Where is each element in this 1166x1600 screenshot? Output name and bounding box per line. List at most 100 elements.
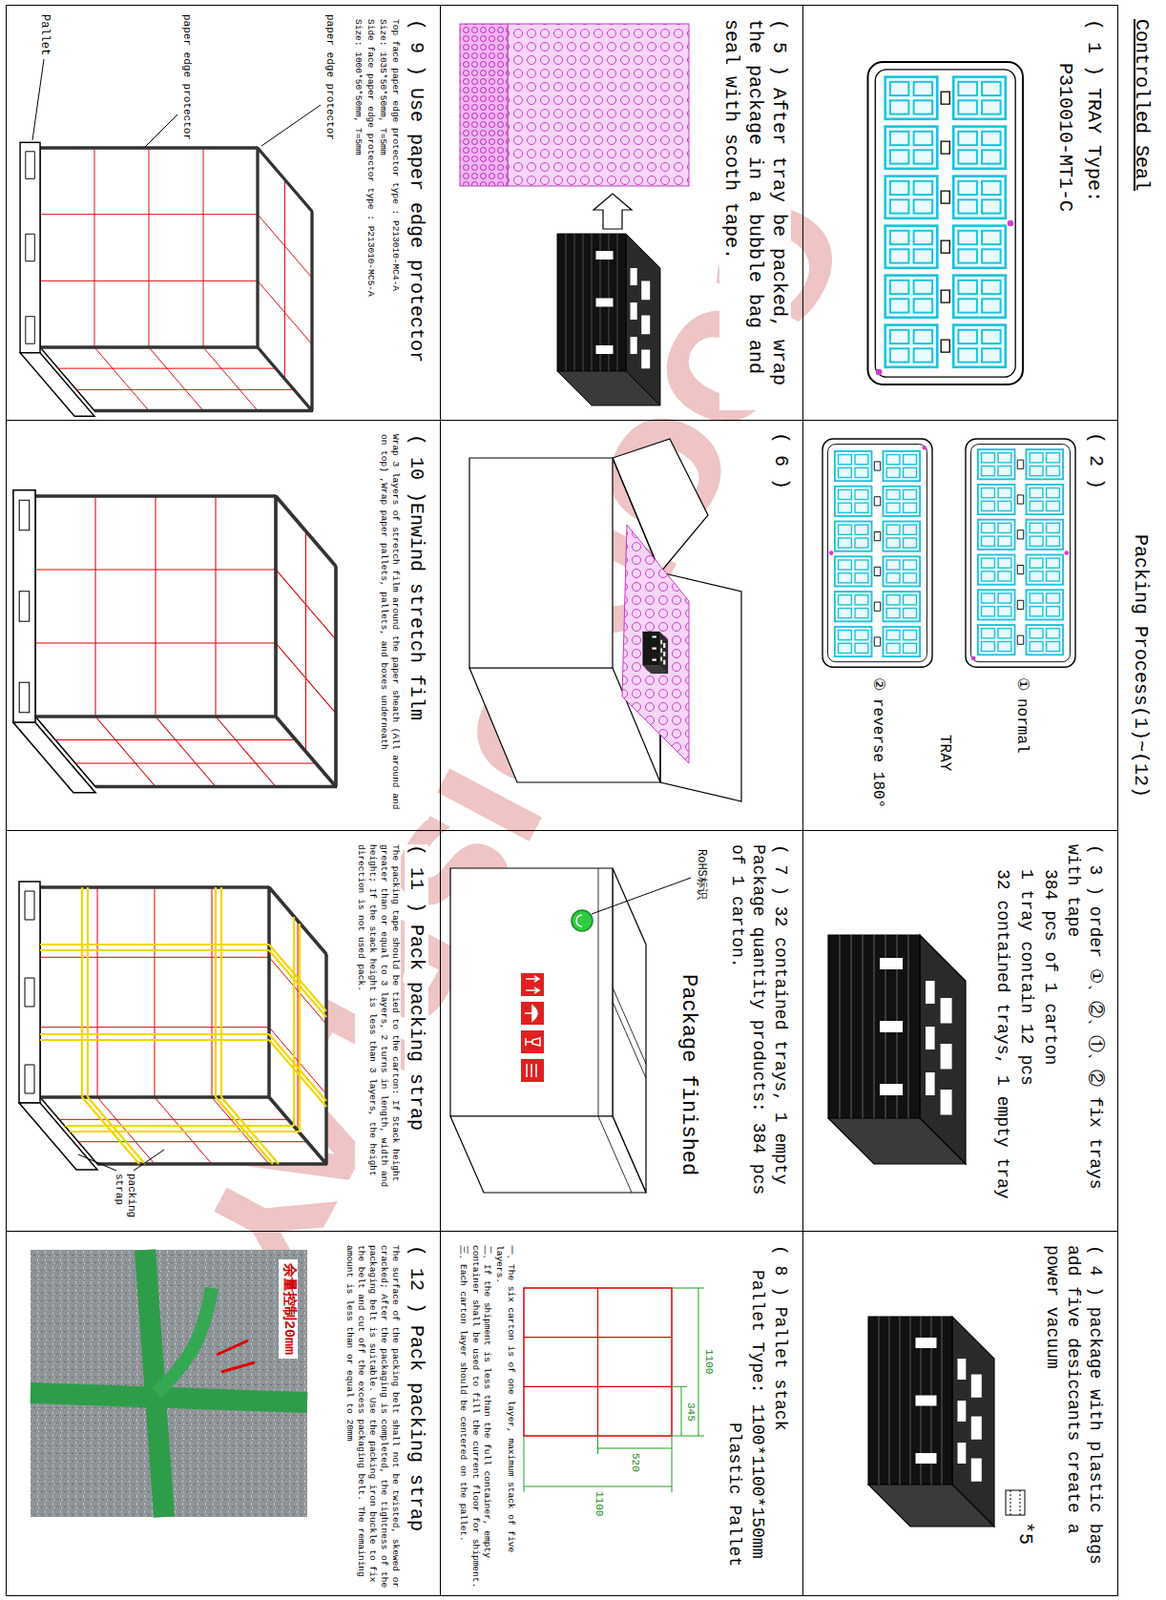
pallet-load: [19, 881, 327, 1170]
step-heading: ( 4 ) package with plastic bags add five…: [1041, 1245, 1107, 1591]
pallet-load: [20, 142, 313, 417]
bubble-bag: [507, 23, 689, 187]
icon-umbrella: [524, 1005, 538, 1021]
tray-number: ①: [1012, 677, 1031, 691]
step-text: Side face paper edge protector type : P2…: [364, 19, 376, 411]
step-panel: ( 5 ) After tray be packed, wrap the pac…: [439, 4, 804, 421]
step-text: Pallet Type: 1100*1100*150mm: [747, 1270, 770, 1595]
bubble-bag-seal: [459, 23, 508, 187]
tray-stack-figure: [643, 631, 668, 674]
dimension-label: 520: [628, 1453, 642, 1473]
tray-normal: [965, 438, 1076, 667]
step-text: Plastic Pallet: [724, 1422, 747, 1585]
carton-front: [450, 868, 613, 1117]
carton-tape: [598, 868, 646, 1193]
handling-icon: [520, 973, 544, 997]
step-heading: ( 3 ) order ①、②、①、② fix trays with tape: [1062, 844, 1106, 1222]
step-text: Top face paper edge protector type : P21…: [389, 19, 401, 411]
carton-division: [523, 1288, 672, 1437]
step-heading: ( 10 )Enwind stretch film: [404, 434, 429, 821]
step-text: Size: 1000*50*50mm, T=5mm: [352, 19, 364, 411]
tray-stack: [868, 1316, 995, 1527]
closed-carton: [450, 868, 691, 1193]
callout-label: paper edge protector: [180, 14, 193, 141]
icon-up: [525, 976, 540, 994]
tray-stack-figure: [828, 935, 966, 1165]
tray-stack-figure: [557, 233, 661, 406]
tray-stack: [557, 233, 661, 406]
tray-orientation: reverse 180°: [868, 698, 887, 809]
step-text: 1 tray contain 12 pcs: [1016, 869, 1039, 1223]
step-panel: ( 7 ) 32 contained trays, 1 empty Packag…: [439, 830, 804, 1232]
tray-number: ②: [868, 677, 887, 691]
step-text: 一、The six carton is of one layer, maximu…: [493, 1245, 517, 1594]
pallet-figure: [20, 142, 313, 417]
carton-front: [469, 458, 613, 668]
pallet-load: [13, 490, 336, 793]
step-panel: ( 6 ): [439, 419, 804, 832]
tray-stack: [828, 935, 966, 1165]
tray-orientation: normal: [1012, 698, 1031, 754]
step-panel: ( 1 ) TRAY Type:P310010-MT1-C: [802, 4, 1119, 421]
leader-line: [591, 877, 691, 915]
step-heading: ( 7 ) 32 contained trays, 1 empty Packag…: [727, 844, 792, 1222]
desiccant-seal: [1010, 1490, 1021, 1516]
tray-reversed: [822, 438, 933, 667]
step-panel: ( 3 ) order ①、②、①、② fix trays with tape3…: [802, 830, 1119, 1232]
handling-icon: [520, 1030, 544, 1054]
step-heading: ( 6 ): [769, 432, 793, 519]
rohs-mark: [576, 915, 583, 927]
dimension-line: [523, 1288, 705, 1493]
tray-figure: [868, 62, 1024, 385]
step-text: The packing tape should be tied to the c…: [355, 844, 402, 1222]
step-panel: ( 2 ): [802, 419, 1119, 832]
dimension-label: 1100: [702, 1349, 715, 1375]
hollow-arrow: [593, 193, 632, 230]
desiccant-bag: [1005, 1490, 1025, 1516]
leader-line: [78, 1149, 165, 1171]
icon-ground: [520, 1059, 544, 1083]
quantity-mark: *5: [1013, 1521, 1037, 1545]
strap-photo: [30, 1249, 308, 1518]
step-panel: ( 4 ) package with plastic bags add five…: [802, 1230, 1119, 1597]
step-text: 384 pcs of 1 carton: [1040, 869, 1062, 1223]
pallet-figure: [13, 490, 336, 793]
icon-ground: [520, 973, 544, 997]
pallet-layout: [523, 1288, 705, 1493]
callout-label: Pallet: [38, 14, 52, 56]
pallet-figure: [19, 881, 327, 1170]
step-text: 二、If the shipment is less than the full …: [469, 1245, 493, 1594]
icon-ground: [520, 1001, 544, 1025]
carton-side: [450, 1116, 646, 1193]
photo-tag: 余量控制20mm: [278, 1259, 298, 1359]
step-heading: ( 9 ) Use paper edge protector: [404, 19, 429, 411]
step-panel: ( 8 ) Pallet stackPallet Type: 1100*1100…: [439, 1230, 804, 1597]
step-panel: ( 9 ) Use paper edge protectorTop face p…: [5, 4, 441, 421]
packing-straps: [40, 887, 327, 1165]
dimension-label: 345: [684, 1402, 697, 1422]
callout-label: packing strap: [112, 1173, 138, 1227]
step-heading: ( 1 ) TRAY Type:: [1082, 19, 1106, 401]
part-name: TRAY: [935, 734, 954, 771]
desiccant: [1005, 1490, 1025, 1516]
step-text: Package finished: [675, 974, 703, 1223]
step-heading: ( 11 ) Pack packing strap: [404, 844, 429, 1222]
strap-band: [30, 1393, 308, 1403]
handling-icon: [520, 1001, 544, 1025]
step-heading: ( 12 ) Pack packing strap: [404, 1245, 429, 1589]
step-heading: ( 5 ) After tray be packed, wrap the pac…: [719, 19, 792, 411]
controlled-seal: Controlled Seal: [1129, 19, 1153, 191]
photo-ground: [30, 1249, 308, 1518]
step-text: Wrap 3 layers of stretch film around the…: [377, 434, 401, 821]
leader-line: [32, 59, 321, 147]
callout-label: paper edge protector: [323, 14, 336, 141]
tray-stack-figure: [868, 1316, 995, 1527]
step-text: 三、Each carton layer should be centered o…: [457, 1245, 469, 1594]
tray: [868, 62, 1024, 385]
pallet-outline: [523, 1288, 672, 1437]
step-panel: ( 11 ) Pack packing strapThe packing tap…: [5, 830, 441, 1232]
tray: [822, 438, 933, 667]
icon-stack: [526, 1063, 537, 1078]
